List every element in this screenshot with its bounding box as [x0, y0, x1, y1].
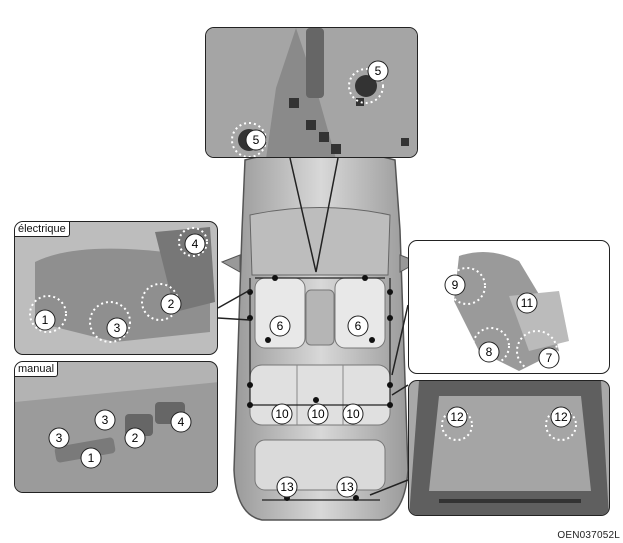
- manual-marker-3b: 3: [94, 409, 116, 431]
- console-marker-5-left: 5: [245, 129, 267, 151]
- manual-marker-1: 1: [80, 447, 102, 469]
- svg-text:6: 6: [277, 319, 284, 333]
- svg-text:11: 11: [521, 296, 534, 310]
- console-marker-5-right: 5: [367, 60, 389, 82]
- manual-seat-panel: manual 3 3 2 1 4: [14, 361, 218, 493]
- svg-text:10: 10: [275, 407, 289, 421]
- svg-text:4: 4: [178, 415, 185, 429]
- svg-text:12: 12: [554, 410, 568, 424]
- svg-text:5: 5: [253, 133, 260, 147]
- manual-label: manual: [15, 362, 59, 377]
- svg-text:3: 3: [102, 413, 109, 427]
- svg-text:10: 10: [311, 407, 325, 421]
- electric-seat-panel: électrique 1 3 2 4: [14, 221, 218, 355]
- rear-marker-9: 9: [444, 274, 466, 296]
- svg-text:3: 3: [114, 321, 121, 335]
- marker-10-left: 10: [271, 403, 293, 425]
- marker-13-right: 13: [336, 476, 358, 498]
- svg-text:3: 3: [56, 431, 63, 445]
- electric-marker-2: 2: [160, 293, 182, 315]
- electric-marker-4: 4: [184, 233, 206, 255]
- rear-marker-8: 8: [478, 341, 500, 363]
- rear-seat-panel: 9 11 8 7: [408, 240, 610, 374]
- svg-text:13: 13: [340, 480, 354, 494]
- svg-text:10: 10: [346, 407, 360, 421]
- cargo-marker-12-right: 12: [550, 406, 572, 428]
- svg-text:4: 4: [192, 237, 199, 251]
- electric-marker-3: 3: [106, 317, 128, 339]
- svg-text:8: 8: [486, 345, 493, 359]
- rear-marker-11: 11: [516, 292, 538, 314]
- manual-marker-4: 4: [170, 411, 192, 433]
- figure-code: OEN037052L: [557, 530, 620, 541]
- svg-text:12: 12: [450, 410, 464, 424]
- electric-marker-1: 1: [34, 309, 56, 331]
- svg-text:1: 1: [88, 451, 95, 465]
- marker-6-left: 6: [269, 315, 291, 337]
- svg-text:9: 9: [452, 278, 459, 292]
- marker-13-left: 13: [276, 476, 298, 498]
- manual-marker-2: 2: [124, 427, 146, 449]
- cargo-marker-12-left: 12: [446, 406, 468, 428]
- svg-text:2: 2: [132, 431, 139, 445]
- svg-text:5: 5: [375, 64, 382, 78]
- svg-text:2: 2: [168, 297, 175, 311]
- svg-text:13: 13: [280, 480, 294, 494]
- rear-marker-7: 7: [538, 347, 560, 369]
- marker-10-right: 10: [342, 403, 364, 425]
- marker-10-center: 10: [307, 403, 329, 425]
- marker-6-right: 6: [347, 315, 369, 337]
- manual-marker-3a: 3: [48, 427, 70, 449]
- svg-text:7: 7: [546, 351, 553, 365]
- svg-text:6: 6: [355, 319, 362, 333]
- electric-label: électrique: [15, 222, 70, 237]
- console-panel: 5 5: [205, 27, 418, 158]
- cargo-panel: 12 12: [408, 380, 610, 516]
- svg-text:1: 1: [42, 313, 49, 327]
